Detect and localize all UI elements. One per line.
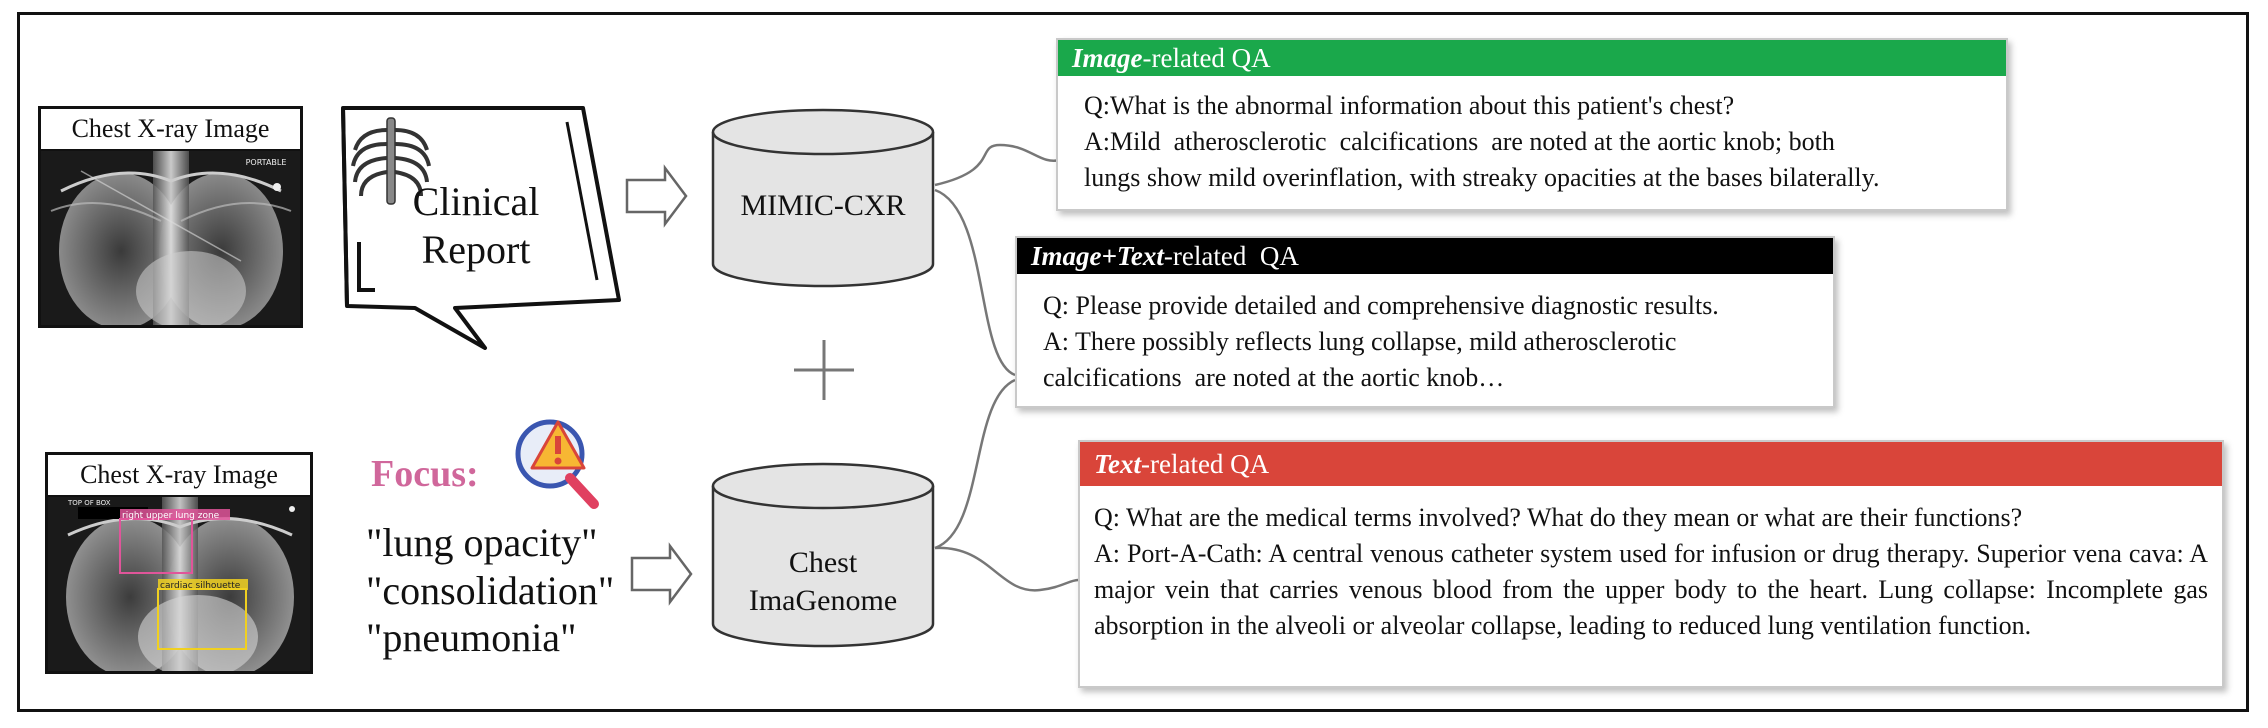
clinical-report-line1: Clinical bbox=[412, 179, 540, 224]
qa-image-text-body: Q: Please provide detailed and comprehen… bbox=[1043, 288, 1815, 396]
plus-icon bbox=[794, 340, 854, 400]
bottom-xray-image: TOP OF BOX right upper lung zone cardiac… bbox=[48, 497, 310, 671]
qa-image-text-answer-line1: A: There possibly reflects lung collapse… bbox=[1043, 327, 1677, 356]
svg-text:TOP OF BOX: TOP OF BOX bbox=[67, 499, 111, 507]
top-xray-title: Chest X-ray Image bbox=[41, 109, 300, 151]
imagenome-label: Chest ImaGenome bbox=[713, 544, 933, 620]
connector-mimic-imagetext-qa bbox=[934, 188, 1016, 377]
qa-image-text-header-em: Image+Text bbox=[1031, 241, 1164, 271]
cardiac-silhouette-label: cardiac silhouette bbox=[160, 581, 241, 591]
qa-image-question: Q:What is the abnormal information about… bbox=[1084, 91, 1735, 120]
focus-term-lung-opacity: "lung opacity" bbox=[366, 520, 598, 565]
clinical-report-label: Clinical Report bbox=[396, 178, 556, 274]
mimic-cxr-cylinder bbox=[711, 108, 935, 288]
qa-image-header-rest: -related QA bbox=[1142, 43, 1271, 73]
qa-image-answer-line2: lungs show mild overinflation, with stre… bbox=[1084, 163, 1880, 192]
focus-label: Focus: bbox=[371, 453, 479, 495]
qa-image-text-header: Image+Text-related QA bbox=[1017, 238, 1833, 274]
imagenome-label-line2: ImaGenome bbox=[748, 584, 898, 617]
arrow-to-mimic bbox=[625, 164, 688, 228]
bottom-xray-card: Chest X-ray Image TOP OF BOX right upp bbox=[45, 452, 313, 674]
top-xray-image: PORTABLE bbox=[41, 151, 300, 325]
qa-image-related: Image-related QA Q:What is the abnormal … bbox=[1056, 38, 2008, 211]
focus-term-consolidation: "consolidation" bbox=[366, 568, 615, 613]
qa-text-question: Q: What are the medical terms involved? … bbox=[1094, 503, 2023, 532]
qa-text-header-rest: -related QA bbox=[1141, 449, 1270, 479]
qa-text-body: Q: What are the medical terms involved? … bbox=[1094, 500, 2208, 644]
clinical-report-line2: Report bbox=[421, 227, 531, 272]
arrow-to-imagenome bbox=[630, 542, 693, 606]
qa-text-header-em: Text bbox=[1094, 449, 1141, 479]
qa-image-text-question: Q: Please provide detailed and comprehen… bbox=[1043, 291, 1719, 320]
imagenome-label-line1: Chest bbox=[788, 546, 858, 579]
qa-image-answer-line1: A:Mild atherosclerotic calcifications ar… bbox=[1084, 127, 1835, 156]
imagenome-cylinder bbox=[711, 462, 935, 648]
figure-frame bbox=[17, 12, 2249, 712]
mimic-cxr-label: MIMIC-CXR bbox=[740, 189, 906, 222]
qa-text-answer: A: Port-A-Cath: A central venous cathete… bbox=[1094, 539, 2208, 640]
focus-term-pneumonia: "pneumonia" bbox=[366, 615, 577, 660]
qa-image-body: Q:What is the abnormal information about… bbox=[1084, 88, 1988, 196]
bottom-xray-title: Chest X-ray Image bbox=[48, 455, 310, 497]
qa-image-text-answer-line2: calcifications are noted at the aortic k… bbox=[1043, 363, 1505, 392]
portable-marker: PORTABLE bbox=[246, 158, 287, 167]
qa-text-related: Text-related QA Q: What are the medical … bbox=[1078, 440, 2224, 688]
qa-image-text-related: Image+Text-related QA Q: Please provide … bbox=[1015, 236, 1835, 408]
warning-search-icon bbox=[515, 419, 599, 509]
connector-mimic-image-qa bbox=[934, 143, 1061, 187]
qa-image-header: Image-related QA bbox=[1058, 40, 2006, 76]
top-xray-card: Chest X-ray Image PORTABLE bbox=[38, 106, 303, 328]
right-upper-lung-zone-label: right upper lung zone bbox=[122, 511, 220, 521]
ribcage-icon bbox=[351, 117, 431, 205]
connector-imagenome-imagetext-qa bbox=[934, 378, 1016, 550]
qa-image-text-header-rest: -related QA bbox=[1163, 241, 1299, 271]
connector-imagenome-text-qa bbox=[934, 546, 1079, 592]
clinical-report-bubble bbox=[341, 106, 621, 350]
qa-text-header: Text-related QA bbox=[1080, 442, 2222, 486]
qa-image-header-em: Image bbox=[1072, 43, 1143, 73]
